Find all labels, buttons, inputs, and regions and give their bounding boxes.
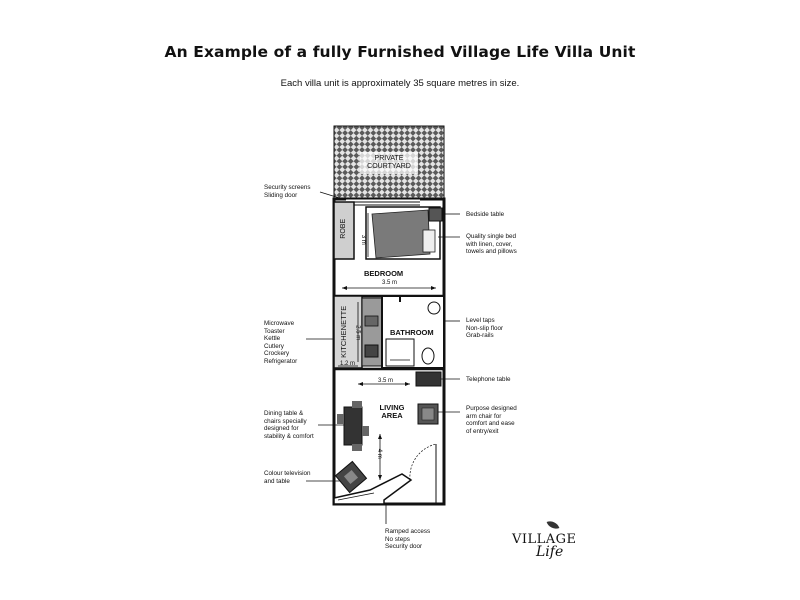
bathroom-label: BATHROOM <box>390 328 434 337</box>
dim-living-width: 3.5 m <box>378 378 394 384</box>
dim-living-height: 4 m <box>375 448 382 459</box>
basin <box>427 301 441 315</box>
logo-sub: Life <box>536 544 564 560</box>
toilet <box>421 347 435 365</box>
living-area-label: LIVING AREA <box>379 403 405 420</box>
door-swing <box>409 443 437 481</box>
dining-chair <box>337 414 344 424</box>
annotation-armchair: Purpose designed arm chair for comfort a… <box>466 405 517 435</box>
courtyard-label: PRIVATE COURTYARD <box>367 155 411 170</box>
kitchenette <box>333 295 363 369</box>
page-title: An Example of a fully Furnished Village … <box>164 43 636 61</box>
dim-bedroom-width: 3.5 m <box>382 280 398 286</box>
robe <box>333 201 355 260</box>
annotation-security: Security screens Sliding door <box>264 184 311 199</box>
annotation-bathroom: Level taps Non-slip floor Grab-rails <box>466 317 504 340</box>
bedside-table <box>428 207 443 222</box>
robe-label: ROBE <box>340 218 348 239</box>
telephone-table <box>415 371 442 387</box>
logo-word: VILLAGE <box>512 532 577 547</box>
entry-ramp <box>333 473 413 505</box>
annotation-dining: Dining table & chairs specially designed… <box>264 410 314 440</box>
bedroom-label: BEDROOM <box>364 269 404 278</box>
annotation-telephone: Telephone table <box>466 376 511 383</box>
sink <box>364 344 379 358</box>
annotation-entry: Ramped access No steps Security door <box>385 528 431 551</box>
dining-table <box>343 406 363 446</box>
dim-kitchen-height: 2.5 m <box>354 325 361 341</box>
dining-chair <box>352 401 362 408</box>
annotation-bed: Quality single bed with linen, cover, to… <box>466 233 517 256</box>
dining-chair <box>352 444 362 451</box>
shower <box>385 338 415 367</box>
village-life-logo: VILLAGE Life <box>512 518 592 566</box>
annotation-tv: Colour television and table <box>264 470 311 485</box>
annotation-bedside: Bedside table <box>466 211 505 218</box>
bed-cover <box>371 209 431 259</box>
courtyard-label-box <box>360 152 418 174</box>
dim-kitchen-width: 1.2 m <box>340 361 356 367</box>
dim-bed-height: 3 m <box>359 234 366 245</box>
dining-chair <box>362 426 369 436</box>
kitchenette-label: KITCHENETTE <box>339 305 349 358</box>
annotation-kitchen: Microwave Toaster Kettle Cutlery Crocker… <box>264 320 298 365</box>
page-subtitle: Each villa unit is approximately 35 squa… <box>280 78 520 89</box>
pillow <box>422 229 436 253</box>
